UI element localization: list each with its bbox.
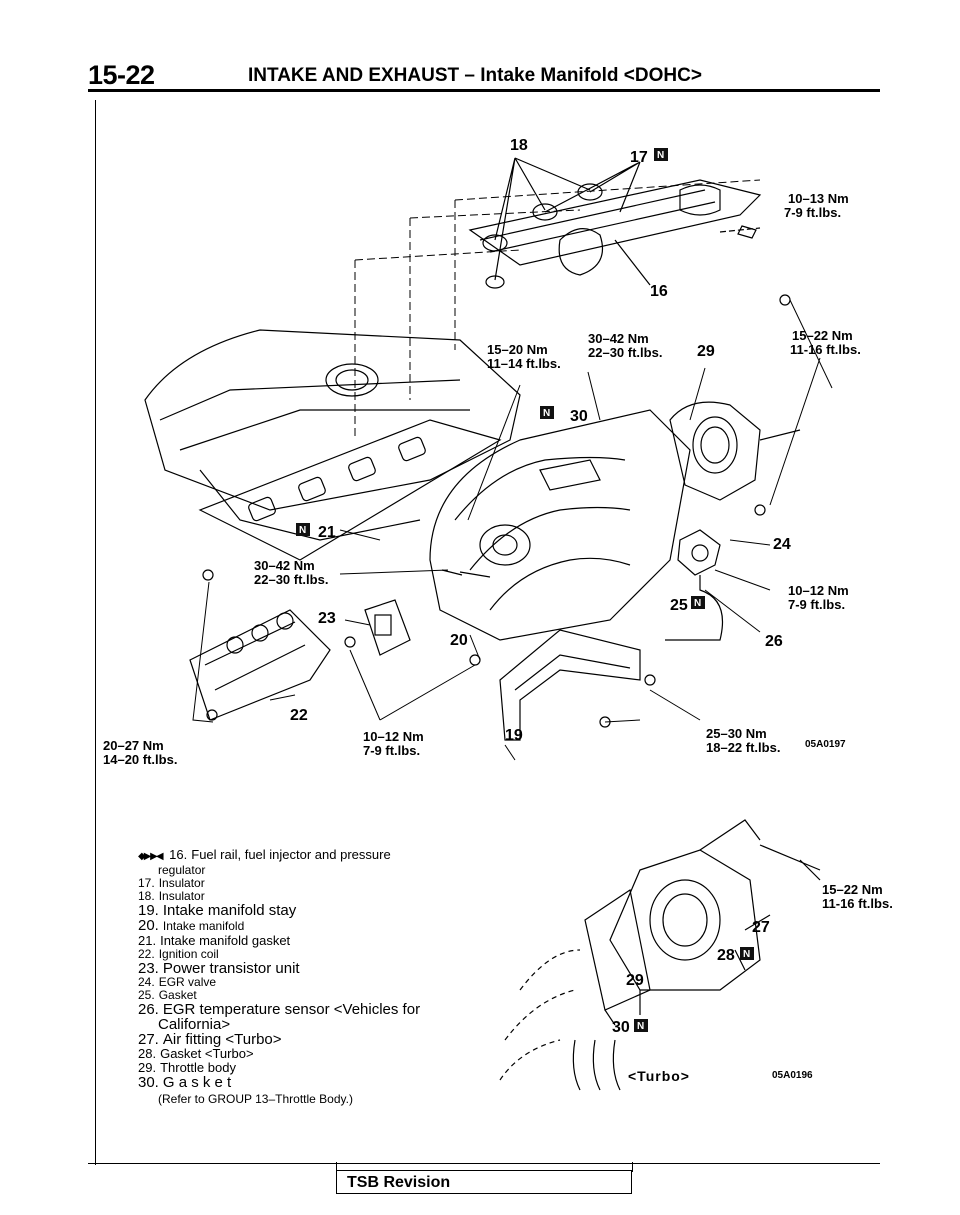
callout-19: 19 xyxy=(505,727,523,744)
turbo-throttle-drawing xyxy=(499,819,821,1091)
legend-item-29: 29.Throttle body xyxy=(138,1060,236,1075)
torque-nm-turbo: 15–22 Nm xyxy=(822,882,883,897)
torque-ft-egr: 7-9 ft.lbs. xyxy=(788,597,845,612)
torque-nm-egr: 10–12 Nm xyxy=(788,583,849,598)
figure-code-main: 05A0197 xyxy=(805,739,846,750)
legend-item-19: 19.Intake manifold stay xyxy=(138,902,297,919)
torque-nm-stay: 25–30 Nm xyxy=(706,726,767,741)
n-badge-25: N xyxy=(691,596,705,609)
legend-item-16-cont: regulator xyxy=(158,863,206,877)
torque-ft-manifold: 22–30 ft.lbs. xyxy=(254,572,328,587)
legend-item-22: 22.Ignition coil xyxy=(138,947,219,961)
turbo-label: <Turbo> xyxy=(628,1068,690,1084)
figure-code-turbo: 05A0196 xyxy=(772,1070,813,1081)
n-badge-28-turbo: N xyxy=(740,947,754,960)
torque-nm-head: 15–20 Nm xyxy=(487,342,548,357)
callout-30-turbo: 30 xyxy=(612,1019,630,1036)
torque-ft-rail: 7-9 ft.lbs. xyxy=(784,205,841,220)
legend-note: (Refer to GROUP 13–Throttle Body.) xyxy=(158,1092,353,1106)
callout-16: 16 xyxy=(650,283,668,300)
legend-item-16: ◆▶ ▶◀ 16.Fuel rail, fuel injector and pr… xyxy=(138,847,391,863)
svg-text:N: N xyxy=(299,525,306,536)
legend-item-28: 28.Gasket <Turbo> xyxy=(138,1046,254,1061)
legend-item-24: 24.EGR valve xyxy=(138,975,217,989)
torque-ft-throttle-bolt: 11-16 ft.lbs. xyxy=(790,342,861,357)
callout-23: 23 xyxy=(318,610,336,627)
callout-24: 24 xyxy=(773,536,791,553)
egr-valve-drawing xyxy=(665,529,724,641)
left-margin-rule xyxy=(95,100,96,1165)
manifold-stay-drawing xyxy=(499,629,641,741)
svg-text:N: N xyxy=(694,598,701,609)
callout-26: 26 xyxy=(765,633,783,650)
torque-ft-turbo: 11-16 ft.lbs. xyxy=(822,896,893,911)
svg-text:N: N xyxy=(637,1021,644,1032)
callout-20: 20 xyxy=(450,632,468,649)
svg-text:N: N xyxy=(743,949,750,960)
ignition-coil-drawing xyxy=(189,609,331,721)
page-number: 15-22 xyxy=(88,60,155,90)
callout-18: 18 xyxy=(510,137,528,154)
torque-nm-throttle: 30–42 Nm xyxy=(588,331,649,346)
callout-22: 22 xyxy=(290,707,308,724)
callout-29-turbo: 29 xyxy=(626,972,644,989)
intake-manifold-drawing xyxy=(429,409,691,641)
page-header: 15-22 INTAKE AND EXHAUST – Intake Manifo… xyxy=(88,60,880,90)
throttle-body-drawing xyxy=(669,401,801,501)
cylinder-head-drawing xyxy=(144,329,521,541)
legend-item-27: 27.Air fitting <Turbo> xyxy=(138,1031,282,1048)
svg-text:N: N xyxy=(657,150,664,161)
legend-item-18: 18.Insulator xyxy=(138,889,205,903)
service-arrows-icon: ◆▶ ▶◀ xyxy=(138,851,164,862)
callout-17: 17 xyxy=(630,149,648,166)
tsb-divider-right xyxy=(632,1162,633,1172)
callout-27: 27 xyxy=(752,919,770,936)
svg-text:N: N xyxy=(543,408,550,419)
legend-item-23: 23.Power transistor unit xyxy=(138,960,300,977)
torque-ft-stay: 18–22 ft.lbs. xyxy=(706,740,780,755)
n-badge-30: N xyxy=(540,406,554,419)
footer-rule xyxy=(88,1163,880,1164)
torque-nm-transistor: 10–12 Nm xyxy=(363,729,424,744)
page-title: INTAKE AND EXHAUST – Intake Manifold <DO… xyxy=(248,65,702,86)
callout-29: 29 xyxy=(697,343,715,360)
torque-nm-throttle-bolt: 15–22 Nm xyxy=(792,328,853,343)
gasket-drawing xyxy=(198,419,502,561)
parts-legend: ◆▶ ▶◀ 16.Fuel rail, fuel injector and pr… xyxy=(138,847,468,1107)
fuel-rail-drawing xyxy=(468,179,762,289)
legend-item-30: 30.G a s k e t xyxy=(138,1074,232,1091)
legend-item-26: 26.EGR temperature sensor <Vehicles for xyxy=(138,1001,421,1018)
callout-30: 30 xyxy=(570,408,588,425)
legend-item-17: 17.Insulator xyxy=(138,876,205,890)
legend-item-26-cont: California> xyxy=(158,1016,231,1033)
n-badge-21: N xyxy=(296,523,310,536)
callout-21: 21 xyxy=(318,524,336,541)
torque-nm-coil: 20–27 Nm xyxy=(103,738,164,753)
torque-ft-transistor: 7-9 ft.lbs. xyxy=(363,743,420,758)
torque-ft-head: 11–14 ft.lbs. xyxy=(487,356,561,371)
callout-25: 25 xyxy=(670,597,688,614)
callout-28: 28 xyxy=(717,947,735,964)
torque-nm-rail: 10–13 Nm xyxy=(788,191,849,206)
n-badge-17: N xyxy=(654,148,668,161)
torque-ft-throttle: 22–30 ft.lbs. xyxy=(588,345,662,360)
header-rule xyxy=(88,89,880,92)
legend-item-25: 25.Gasket xyxy=(138,988,197,1002)
torque-ft-coil: 14–20 ft.lbs. xyxy=(103,752,177,767)
tsb-divider-left xyxy=(336,1162,337,1172)
torque-nm-manifold: 30–42 Nm xyxy=(254,558,315,573)
power-transistor-drawing xyxy=(364,599,411,656)
n-badge-30-turbo: N xyxy=(634,1019,648,1032)
legend-item-21: 21.Intake manifold gasket xyxy=(138,933,291,948)
legend-item-20: 20.Intake manifold xyxy=(138,917,245,934)
tsb-revision-box: TSB Revision xyxy=(336,1170,632,1194)
